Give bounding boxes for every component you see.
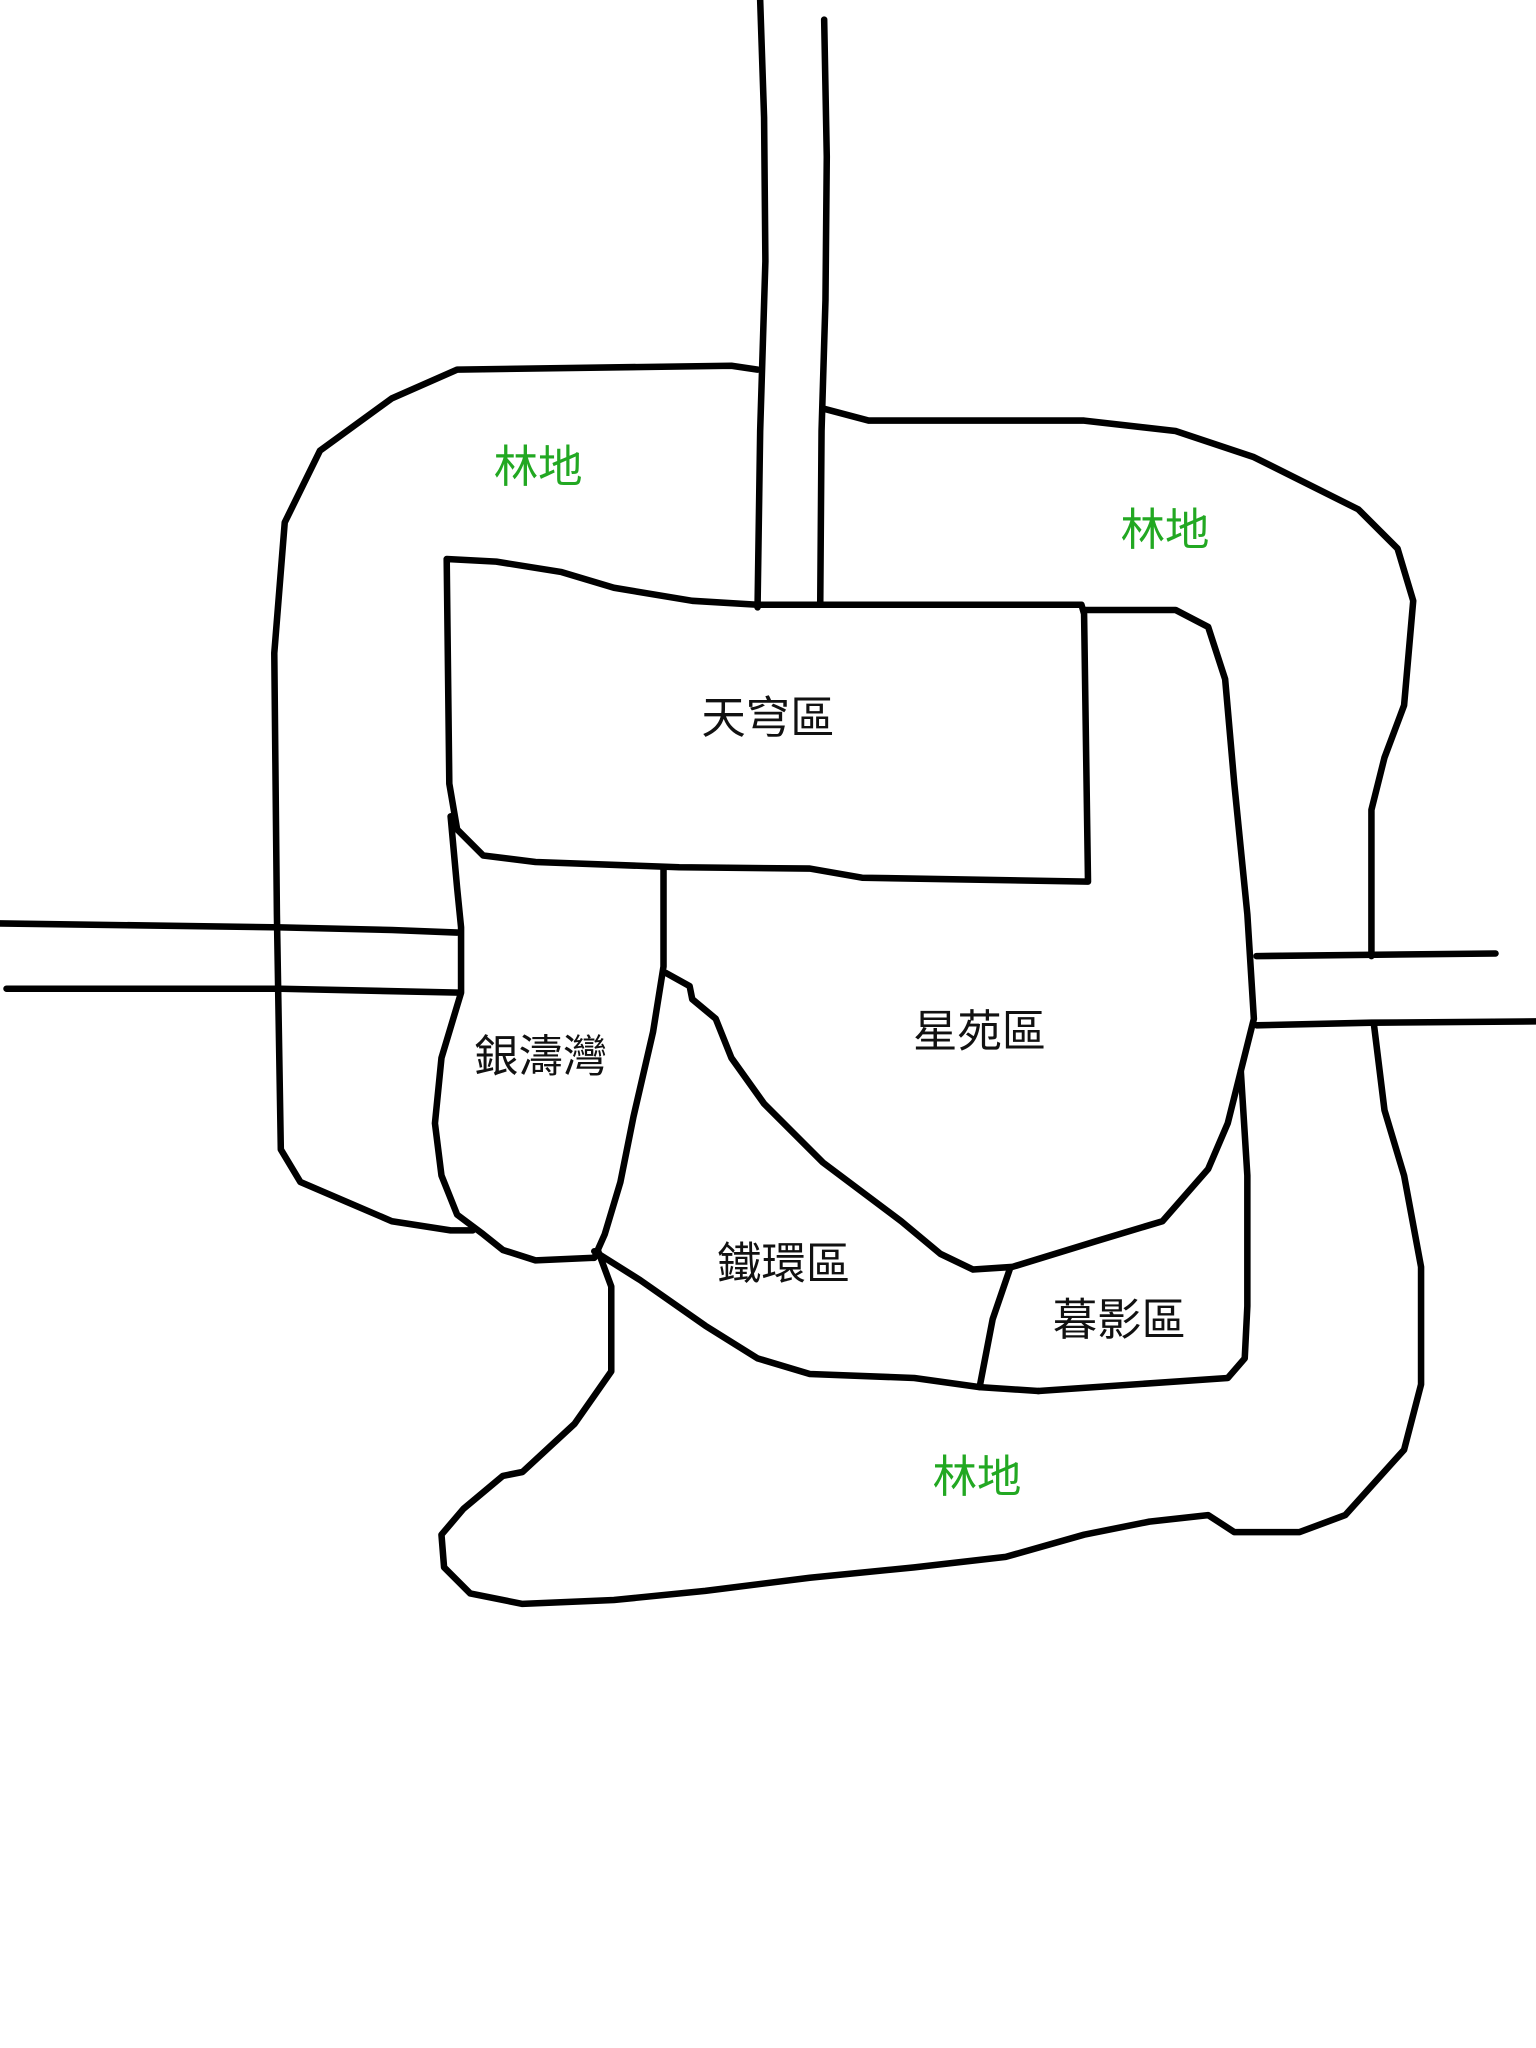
forest-boundary-west <box>271 362 761 1234</box>
district-boundary-yintao <box>431 813 667 1264</box>
district-boundary-tianqiong <box>443 555 1092 885</box>
district-label-yintao: 銀濤灣 <box>474 1031 607 1082</box>
district-boundary-muying <box>976 1067 1251 1395</box>
district-label-muying: 暮影區 <box>1053 1295 1186 1346</box>
district-label-tiehuan: 鐵環區 <box>717 1239 850 1290</box>
district-label-tianqiong: 天穹區 <box>701 693 834 744</box>
district-boundary-tiehuan <box>591 1248 1042 1395</box>
west-road <box>0 920 464 996</box>
forest-label-northwest: 林地 <box>494 442 583 493</box>
forest-label-northeast: 林地 <box>1121 505 1210 556</box>
district-label-xingyuan: 星苑區 <box>913 1006 1046 1057</box>
east-road <box>1253 950 1536 1029</box>
forest-label-south: 林地 <box>933 1452 1022 1503</box>
north-road <box>754 0 831 611</box>
forest-boundary-east-south <box>438 405 1425 1608</box>
district-boundary-xingyuan <box>662 606 1258 1273</box>
